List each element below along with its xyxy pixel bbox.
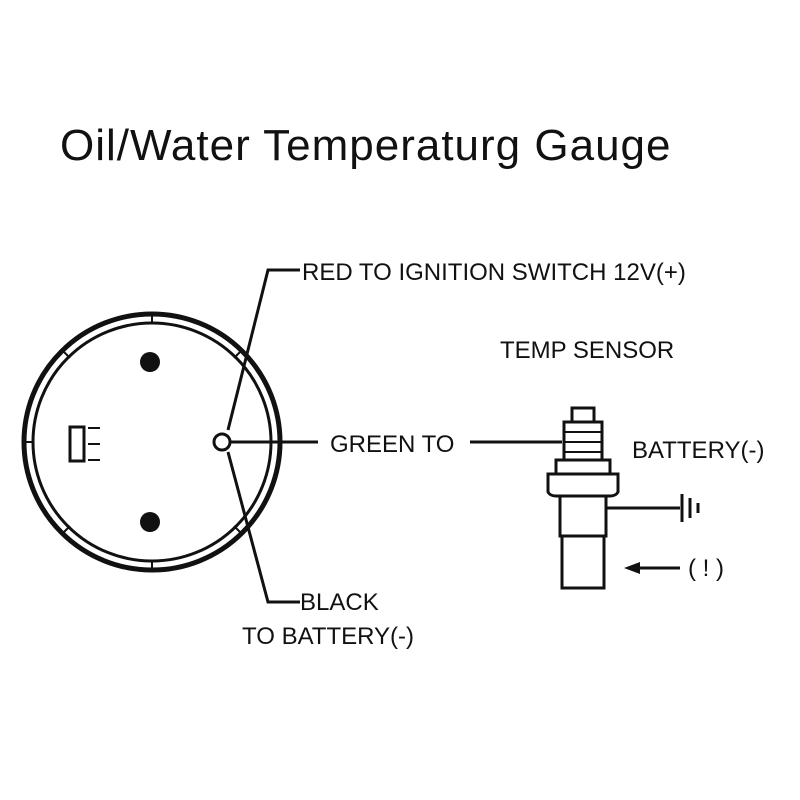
mounting-hole-icon [140,512,160,532]
red-wire-label: RED TO IGNITION SWITCH 12V(+) [302,259,686,286]
sensor-battery-label: BATTERY(-) [632,437,764,464]
diagram-title: Oil/Water Temperaturg Gauge [60,121,671,170]
light-bulb-socket-icon [68,425,100,463]
black-wire-label-line2: TO BATTERY(-) [242,623,414,650]
green-wire-label: GREEN TO [330,431,454,458]
temp-sensor-label: TEMP SENSOR [500,337,674,364]
sensor-terminal-icon [212,432,232,452]
mounting-hole-icon [140,352,160,372]
temp-sensor-icon [546,406,620,590]
black-wire-leader [226,451,300,604]
arrow-left-icon [624,562,680,574]
ground-symbol-icon [680,494,700,522]
red-wire-leader [226,268,300,431]
black-wire-label-line1: BLACK [300,589,379,616]
caution-label: ( ! ) [688,555,724,582]
